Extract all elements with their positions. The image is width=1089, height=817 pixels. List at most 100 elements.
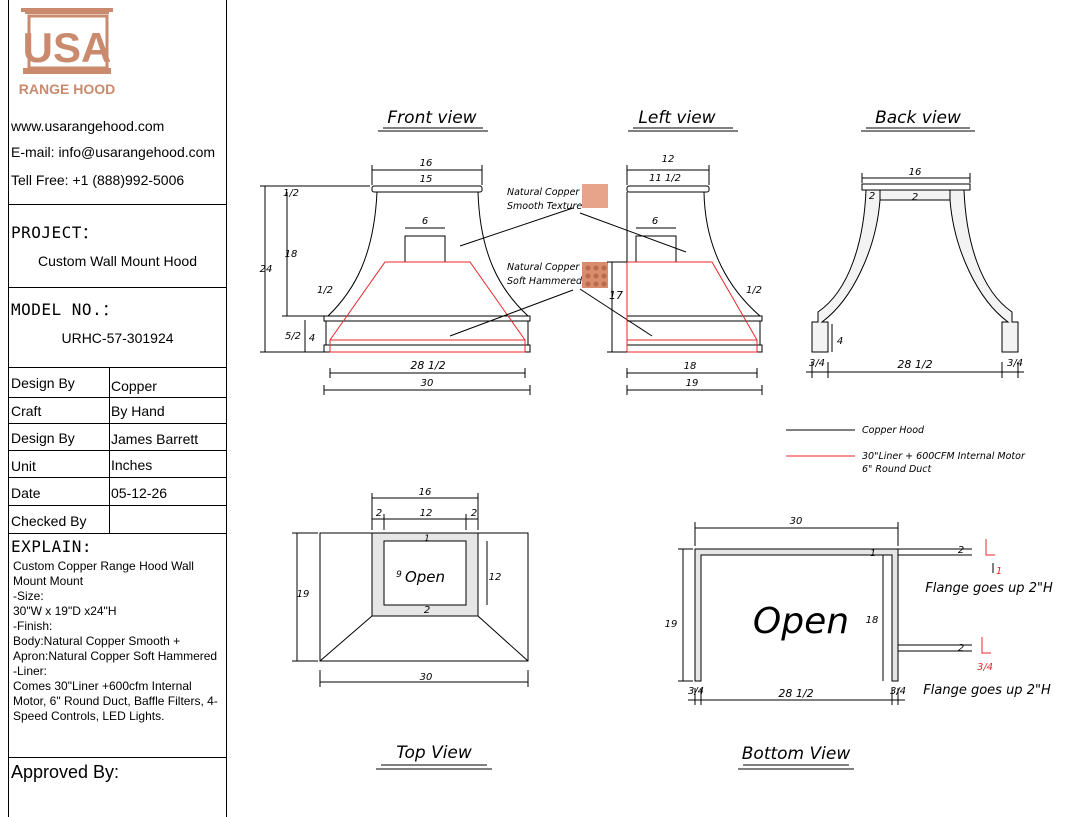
dim-label: 16 — [909, 167, 922, 178]
dim-label: 4 — [309, 333, 315, 344]
dim-label: 6 — [652, 216, 658, 227]
dim-label: 2 — [958, 545, 964, 556]
dim-label: 1/2 — [317, 285, 333, 296]
project-label: PROJECT： — [11, 223, 99, 242]
dim-label: 12 — [489, 572, 502, 583]
back-view-title: Back view — [875, 108, 961, 128]
spec-value: James Barrett — [111, 431, 199, 447]
title-block-sidebar: USA RANGE HOOD www.usarangehood.com E-ma… — [8, 0, 227, 817]
dim-label: 9 — [396, 570, 402, 580]
divider — [9, 367, 226, 368]
dim-label: 28 1/2 — [897, 358, 932, 371]
dim-label: 28 1/2 — [778, 687, 813, 700]
project-value: Custom Wall Mount Hood — [38, 253, 197, 269]
top-view-title: Top View — [396, 743, 472, 763]
model-label: MODEL NO.： — [11, 300, 119, 319]
dim-label: 2 — [376, 508, 382, 519]
dim-label: 2 — [869, 191, 875, 202]
bottom-open-label: Open — [753, 601, 849, 642]
dim-label: 1 — [996, 566, 1002, 577]
dim-label: 30 — [421, 378, 434, 389]
approved-by-label: Approved By: — [11, 762, 120, 782]
hammered-copper-swatch — [582, 262, 608, 288]
dim-label: 28 1/2 — [410, 359, 445, 372]
dim-label: 12 — [420, 508, 433, 519]
website-link[interactable]: www.usarangehood.com — [11, 118, 165, 134]
dim-label: 17 — [609, 289, 623, 302]
dim-label: 16 — [419, 487, 432, 498]
dim-label: 3/4 — [977, 662, 993, 673]
column-divider — [109, 367, 110, 533]
dim-label: 30 — [790, 516, 803, 527]
model-value: URHC-57-301924 — [61, 330, 174, 346]
dim-label: 12 — [662, 154, 675, 165]
dim-label: 30 — [420, 672, 433, 683]
dim-label: 19 — [297, 589, 310, 600]
dim-label: 18 — [866, 615, 879, 626]
dim-label: 19 — [665, 619, 678, 630]
flange-note-top: Flange goes up 2"H — [925, 581, 1053, 596]
dim-label: 16 — [420, 158, 433, 169]
explain-label: EXPLAIN: — [11, 537, 93, 556]
phone-text: Tell Free: +1 (888)992-5006 — [11, 172, 185, 188]
dim-label: 2 — [424, 605, 430, 616]
dim-label: 1 — [424, 534, 430, 544]
left-view-title: Left view — [638, 108, 715, 128]
spec-value: Inches — [111, 457, 153, 473]
spec-value: Copper — [111, 378, 157, 394]
dim-label: 4 — [837, 336, 843, 347]
spec-label: Craft — [11, 403, 42, 419]
dim-label: 2 — [912, 192, 918, 203]
spec-label: Unit — [11, 458, 36, 474]
divider — [9, 757, 226, 758]
top-open-label: Open — [405, 568, 445, 586]
spec-value: By Hand — [111, 403, 165, 419]
back-view: Back view 16 2 2 4 3/4 28 1/2 3/4 — [806, 108, 1024, 378]
spec-label: Design By — [11, 375, 75, 391]
logo-letters: USA — [23, 24, 112, 71]
left-view: Left view 12 11 1/2 6 17 1/2 — [607, 108, 763, 395]
dim-label: 19 — [686, 378, 699, 389]
spec-value: 05-12-26 — [111, 485, 168, 501]
flange-note-bottom: Flange goes up 2"H — [923, 683, 1051, 698]
dim-label: 6 — [422, 216, 428, 227]
email-text[interactable]: E-mail: info@usarangehood.com — [11, 144, 216, 160]
dim-label: 18 — [285, 249, 298, 260]
explain-text: Custom Copper Range Hood Wall Mount Moun… — [13, 559, 218, 723]
spec-label: Design By — [11, 430, 75, 446]
dim-label: 3/4 — [1007, 358, 1023, 369]
dim-label: 18 — [684, 361, 697, 372]
dim-label: 2 — [471, 508, 477, 519]
logo-text: RANGE HOOD — [19, 81, 115, 97]
dim-label: 3/4 — [688, 686, 704, 697]
line-legend: Copper Hood 30"Liner + 600CFM Internal M… — [786, 425, 1026, 475]
divider — [9, 204, 226, 205]
divider — [9, 397, 226, 398]
divider — [9, 287, 226, 288]
divider — [9, 505, 226, 506]
dim-label: 1/2 — [283, 188, 299, 199]
front-view-title: Front view — [387, 108, 476, 128]
top-view: Open 16 2 12 2 1 9 12 2 19 30 Top Vi — [292, 487, 529, 770]
usa-range-hood-logo: USA RANGE HOOD — [19, 8, 115, 97]
bottom-view: Open 30 19 18 1 3/4 28 1/2 3/4 2 — [665, 516, 1053, 770]
spec-label: Checked By — [11, 513, 87, 529]
bottom-view-title: Bottom View — [742, 744, 851, 764]
dim-label: 3/4 — [809, 358, 825, 369]
front-view: Front view 16 15 — [260, 108, 574, 395]
dim-label: 5/2 — [285, 331, 301, 342]
dim-label: 24 — [260, 264, 273, 275]
smooth-copper-swatch — [582, 184, 608, 208]
legend-copper-label: Copper Hood — [862, 425, 925, 436]
divider — [9, 423, 226, 424]
divider — [9, 477, 226, 478]
divider — [9, 450, 226, 451]
dim-label: 1 — [870, 549, 876, 559]
dim-label: 11 1/2 — [649, 173, 681, 184]
dim-label: 1/2 — [746, 285, 762, 296]
